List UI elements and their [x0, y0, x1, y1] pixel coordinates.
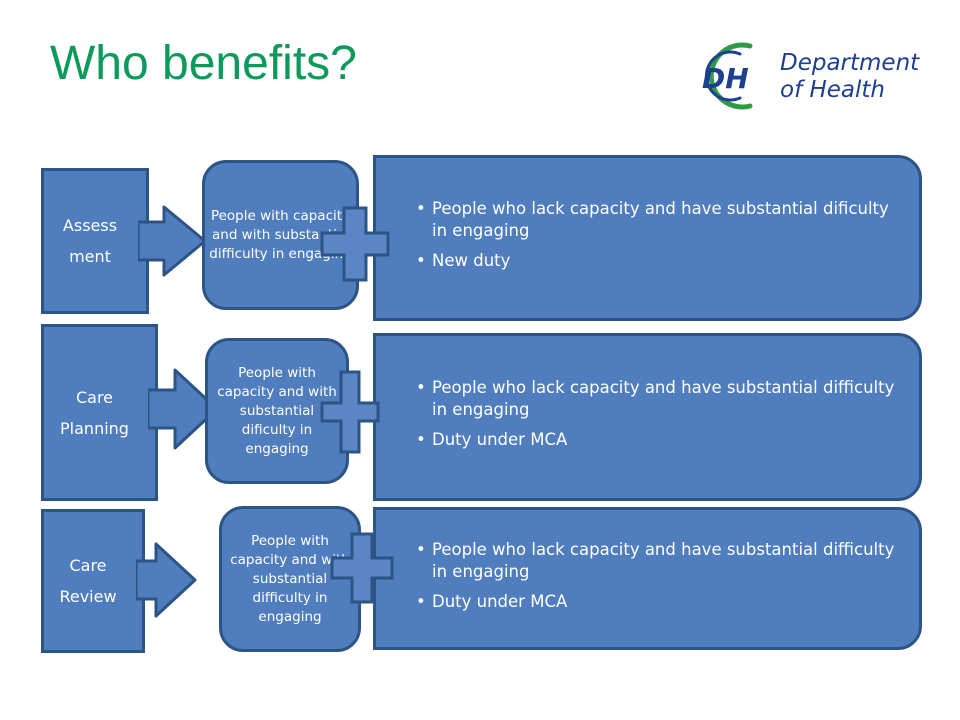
dh-logo-mark: DH [702, 42, 753, 110]
logo-line-1: Department [780, 50, 920, 76]
bullet-item: People who lack capacity and have substa… [416, 377, 899, 421]
logo-mark-text: DH [702, 62, 749, 95]
logo-wordmark: Department of Health [780, 50, 919, 104]
stage-label-line-1: Care [75, 387, 114, 407]
plus-icon [320, 206, 390, 282]
bullet-item: People who lack capacity and have substa… [416, 539, 899, 583]
stage-label-line-1: Care [69, 556, 107, 575]
stage-assessment: Assess ment [41, 168, 149, 314]
bullet-list: People who lack capacity and have substa… [416, 539, 899, 621]
bullet-item: Duty under MCA [416, 429, 899, 451]
beneficiary-text: People with capacity and with substantia… [230, 532, 350, 625]
bullet-list: People who lack capacity and have substa… [416, 198, 899, 280]
bullet-item: New duty [416, 250, 899, 272]
beneficiary-text: People with capacity and with substantia… [209, 207, 352, 262]
arrow-right-icon [148, 368, 219, 450]
stage-label-line-2: ment [69, 247, 111, 266]
stage-label-line-1: Assess [62, 216, 118, 235]
bullet-panel-care-review: People who lack capacity and have substa… [373, 507, 922, 650]
department-of-health-logo: DH Department of Health [690, 38, 930, 114]
bullet-list: People who lack capacity and have substa… [416, 377, 899, 459]
stage-care-planning: Care Planning [41, 324, 158, 501]
logo-line-2: of Health [780, 77, 886, 103]
bullet-panel-care-planning: People who lack capacity and have substa… [373, 333, 922, 501]
bullet-panel-assessment: People who lack capacity and have substa… [373, 155, 922, 321]
stage-care-review: Care Review [41, 509, 145, 653]
plus-icon [320, 370, 380, 454]
arrow-right-icon [136, 542, 197, 618]
arrow-right-icon [138, 205, 207, 277]
plus-icon [330, 532, 394, 604]
stage-label-line-2: Review [59, 587, 117, 606]
bullet-item: Duty under MCA [416, 591, 899, 613]
page-title: Who benefits? [50, 37, 357, 90]
beneficiary-text: People with capacity and with substantia… [217, 364, 337, 457]
stage-label-line-2: Planning [60, 418, 129, 438]
beneficiary-box-care-review: People with capacity and with substantia… [219, 506, 361, 652]
bullet-item: People who lack capacity and have substa… [416, 198, 899, 242]
